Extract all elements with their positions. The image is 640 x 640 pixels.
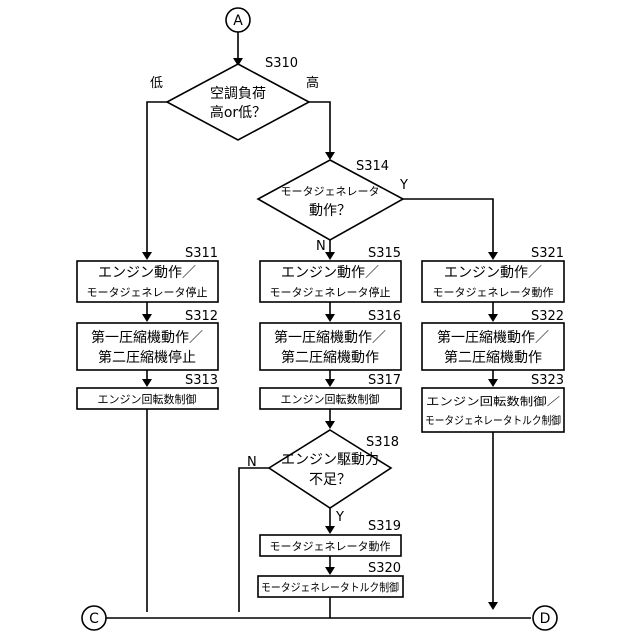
decision-s318: エンジン駆動力 不足？ S318 Y N	[247, 430, 399, 525]
arrow-to-s316	[325, 314, 335, 322]
process-s323-line2: モータジェネレータトルク制御	[425, 413, 561, 427]
arrow-to-s323	[488, 379, 498, 387]
arrow-to-s321	[488, 252, 498, 260]
process-s312-line1: 第一圧縮機動作／	[91, 329, 203, 346]
arrow-to-s315	[325, 252, 335, 260]
process-s321-line2: モータジェネレータ動作	[433, 285, 554, 299]
step-id-s312: S312	[185, 309, 218, 324]
branch-label-high: 高	[306, 75, 319, 91]
step-id-s314: S314	[356, 159, 389, 174]
process-s311-line1: エンジン動作／	[98, 265, 196, 281]
branch-label-s314-no: N	[316, 239, 326, 254]
step-id-s320: S320	[368, 561, 401, 576]
connector-c-label: C	[89, 611, 99, 627]
process-s322-line1: 第一圧縮機動作／	[437, 329, 549, 346]
line-s314-yes	[403, 199, 493, 258]
arrow-to-d	[488, 602, 498, 610]
decision-s310: 空調負荷 高or低？ S310 低 高	[150, 56, 319, 140]
step-id-s323: S323	[531, 373, 564, 388]
decision-s314: モータジェネレータ 動作？ S314 Y N	[258, 159, 408, 254]
process-s321-line1: エンジン動作／	[444, 265, 542, 281]
step-id-s311: S311	[185, 246, 218, 261]
process-s320-line1: モータジェネレータトルク制御	[261, 580, 399, 594]
step-id-s322: S322	[531, 309, 564, 324]
step-id-s318: S318	[366, 435, 399, 450]
process-s311-line2: モータジェネレータ停止	[87, 285, 208, 299]
step-id-s310: S310	[265, 56, 298, 71]
branch-label-low: 低	[150, 76, 163, 91]
step-id-s316: S316	[368, 309, 401, 324]
process-s323-line1: エンジン回転数制御／	[426, 394, 560, 408]
arrow-to-s317	[325, 379, 335, 387]
connector-a: A	[226, 8, 250, 32]
step-id-s321: S321	[531, 246, 564, 261]
arrow-to-s318	[325, 421, 335, 429]
branch-label-s318-yes: Y	[335, 510, 344, 525]
connector-a-label: A	[233, 13, 243, 29]
branch-label-s314-yes: Y	[399, 178, 408, 193]
step-id-s319: S319	[368, 519, 401, 534]
arrow-to-s313	[142, 379, 152, 387]
step-id-s315: S315	[368, 246, 401, 261]
arrow-to-s312	[142, 314, 152, 322]
process-s316-line1: 第一圧縮機動作／	[274, 329, 386, 346]
connector-d: D	[533, 606, 557, 630]
process-s315-line1: エンジン動作／	[281, 265, 379, 281]
process-s315-line2: モータジェネレータ停止	[270, 285, 391, 299]
arrow-to-s311	[142, 252, 152, 260]
decision-s314-line2: 動作？	[309, 203, 351, 219]
process-s316-line2: 第二圧縮機動作	[281, 349, 379, 366]
decision-s310-shape	[167, 64, 309, 140]
step-id-s313: S313	[185, 373, 218, 388]
arrow-to-s322	[488, 314, 498, 322]
process-s322-line2: 第二圧縮機動作	[444, 349, 542, 366]
branch-label-s318-no: N	[247, 455, 257, 470]
process-s313-line1: エンジン回転数制御	[98, 392, 197, 406]
decision-s318-line1: エンジン駆動力	[281, 452, 379, 468]
arrow-to-s314	[325, 152, 335, 160]
step-id-s317: S317	[368, 373, 401, 388]
decision-s310-line2: 高or低？	[210, 104, 266, 121]
line-s310-low	[147, 102, 167, 258]
line-s310-high	[309, 102, 330, 158]
arrow-to-s320	[325, 567, 335, 575]
process-s312-line2: 第二圧縮機停止	[98, 349, 196, 366]
connector-c: C	[82, 606, 106, 630]
connector-d-label: D	[540, 611, 551, 627]
arrow-to-s319	[325, 526, 335, 534]
decision-s318-line2: 不足？	[309, 472, 351, 488]
process-s317-line1: エンジン回転数制御	[281, 392, 380, 406]
decision-s314-line1: モータジェネレータ	[281, 185, 380, 198]
process-s319-line1: モータジェネレータ動作	[270, 539, 391, 553]
decision-s310-line1: 空調負荷	[210, 86, 266, 102]
